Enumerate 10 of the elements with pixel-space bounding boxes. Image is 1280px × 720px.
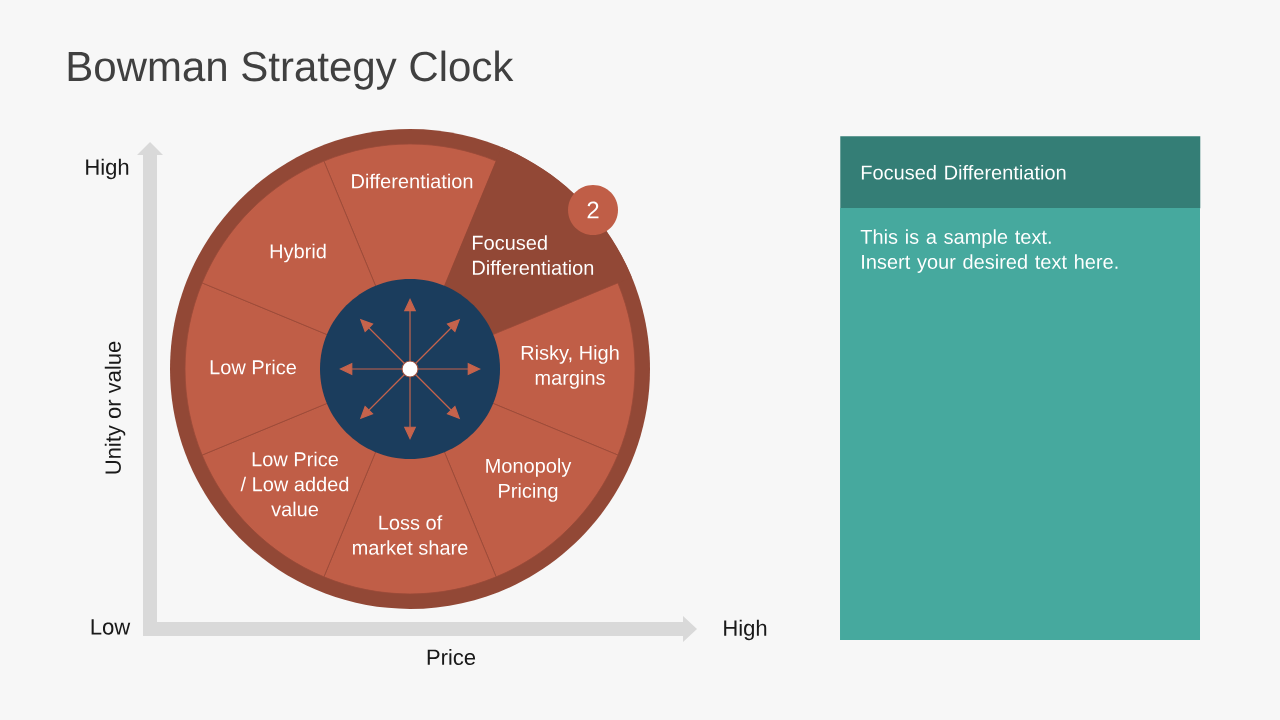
axis-label: Low [91, 619, 131, 635]
panel-header: Focused Differentiation [840, 136, 1201, 209]
axis-label: High [86, 158, 129, 180]
axis-title: Unity or value [104, 341, 126, 474]
axis-title: Price [427, 648, 476, 666]
wheel-sector: Risky, High margins [490, 282, 636, 456]
panel-body: This is a sample text. Insert your desired text here. [840, 208, 1200, 640]
axis-label: High [724, 619, 767, 641]
number-badge: 2 [568, 185, 618, 235]
slide-title: Bowman Strategy Clock [68, 50, 514, 90]
